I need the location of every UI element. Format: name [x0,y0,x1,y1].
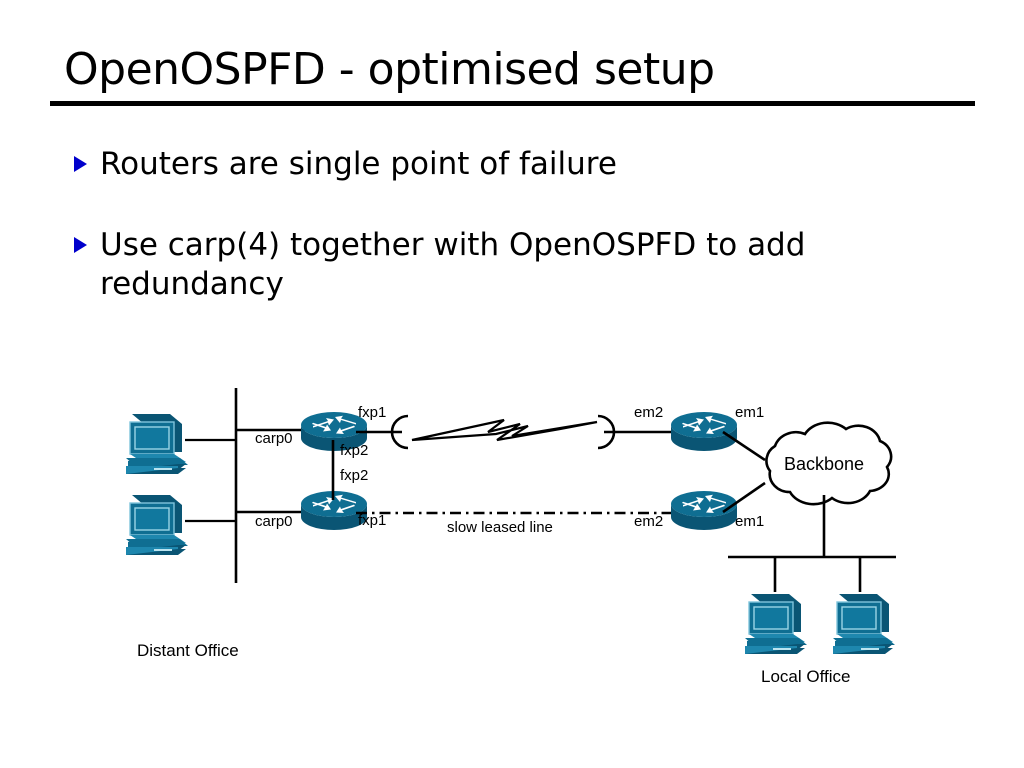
link-router-top-cloud [722,430,766,462]
pc-distant-bottom [125,494,189,556]
pc-local-left [744,593,808,655]
cloud-label: Backbone [784,454,864,474]
pc-distant-top [125,413,189,475]
label-em1-bottom: em1 [735,513,764,530]
bullet-text: Routers are single point of failure [100,146,617,182]
list-item: Use carp(4) together with OpenOSPFD to a… [74,226,954,304]
pc-local-right [832,593,896,655]
title-divider [50,101,975,106]
label-distant-office: Distant Office [137,641,239,660]
network-topology-diagram: carp0 carp0 fxp2 fxp2 fxp1 fxp1 slow lea… [0,360,1024,705]
label-slow-leased-line: slow leased line [447,519,553,536]
link-router-bottom-cloud [722,481,766,514]
page-title: OpenOSPFD - optimised setup [64,44,715,95]
bullet-list: Routers are single point of failure Use … [74,145,954,346]
bullet-text: Use carp(4) together with OpenOSPFD to a… [100,227,806,302]
label-fxp1-top: fxp1 [358,404,386,421]
label-local-office: Local Office [761,667,850,686]
label-carp0-top: carp0 [255,430,293,447]
label-fxp2-top: fxp2 [340,442,368,459]
wan-arc-left [390,414,409,450]
label-carp0-bottom: carp0 [255,513,293,530]
label-fxp1-bottom: fxp1 [358,512,386,529]
label-fxp2-bottom: fxp2 [340,467,368,484]
cloud-icon [765,421,893,506]
lightning-bolt-icon [411,418,598,442]
label-em1-top: em1 [735,404,764,421]
triangle-bullet-icon [74,145,100,172]
triangle-bullet-icon [74,226,100,253]
label-em2-top: em2 [634,404,663,421]
list-item: Routers are single point of failure [74,145,954,184]
router-local-top [671,412,737,451]
label-em2-bottom: em2 [634,513,663,530]
